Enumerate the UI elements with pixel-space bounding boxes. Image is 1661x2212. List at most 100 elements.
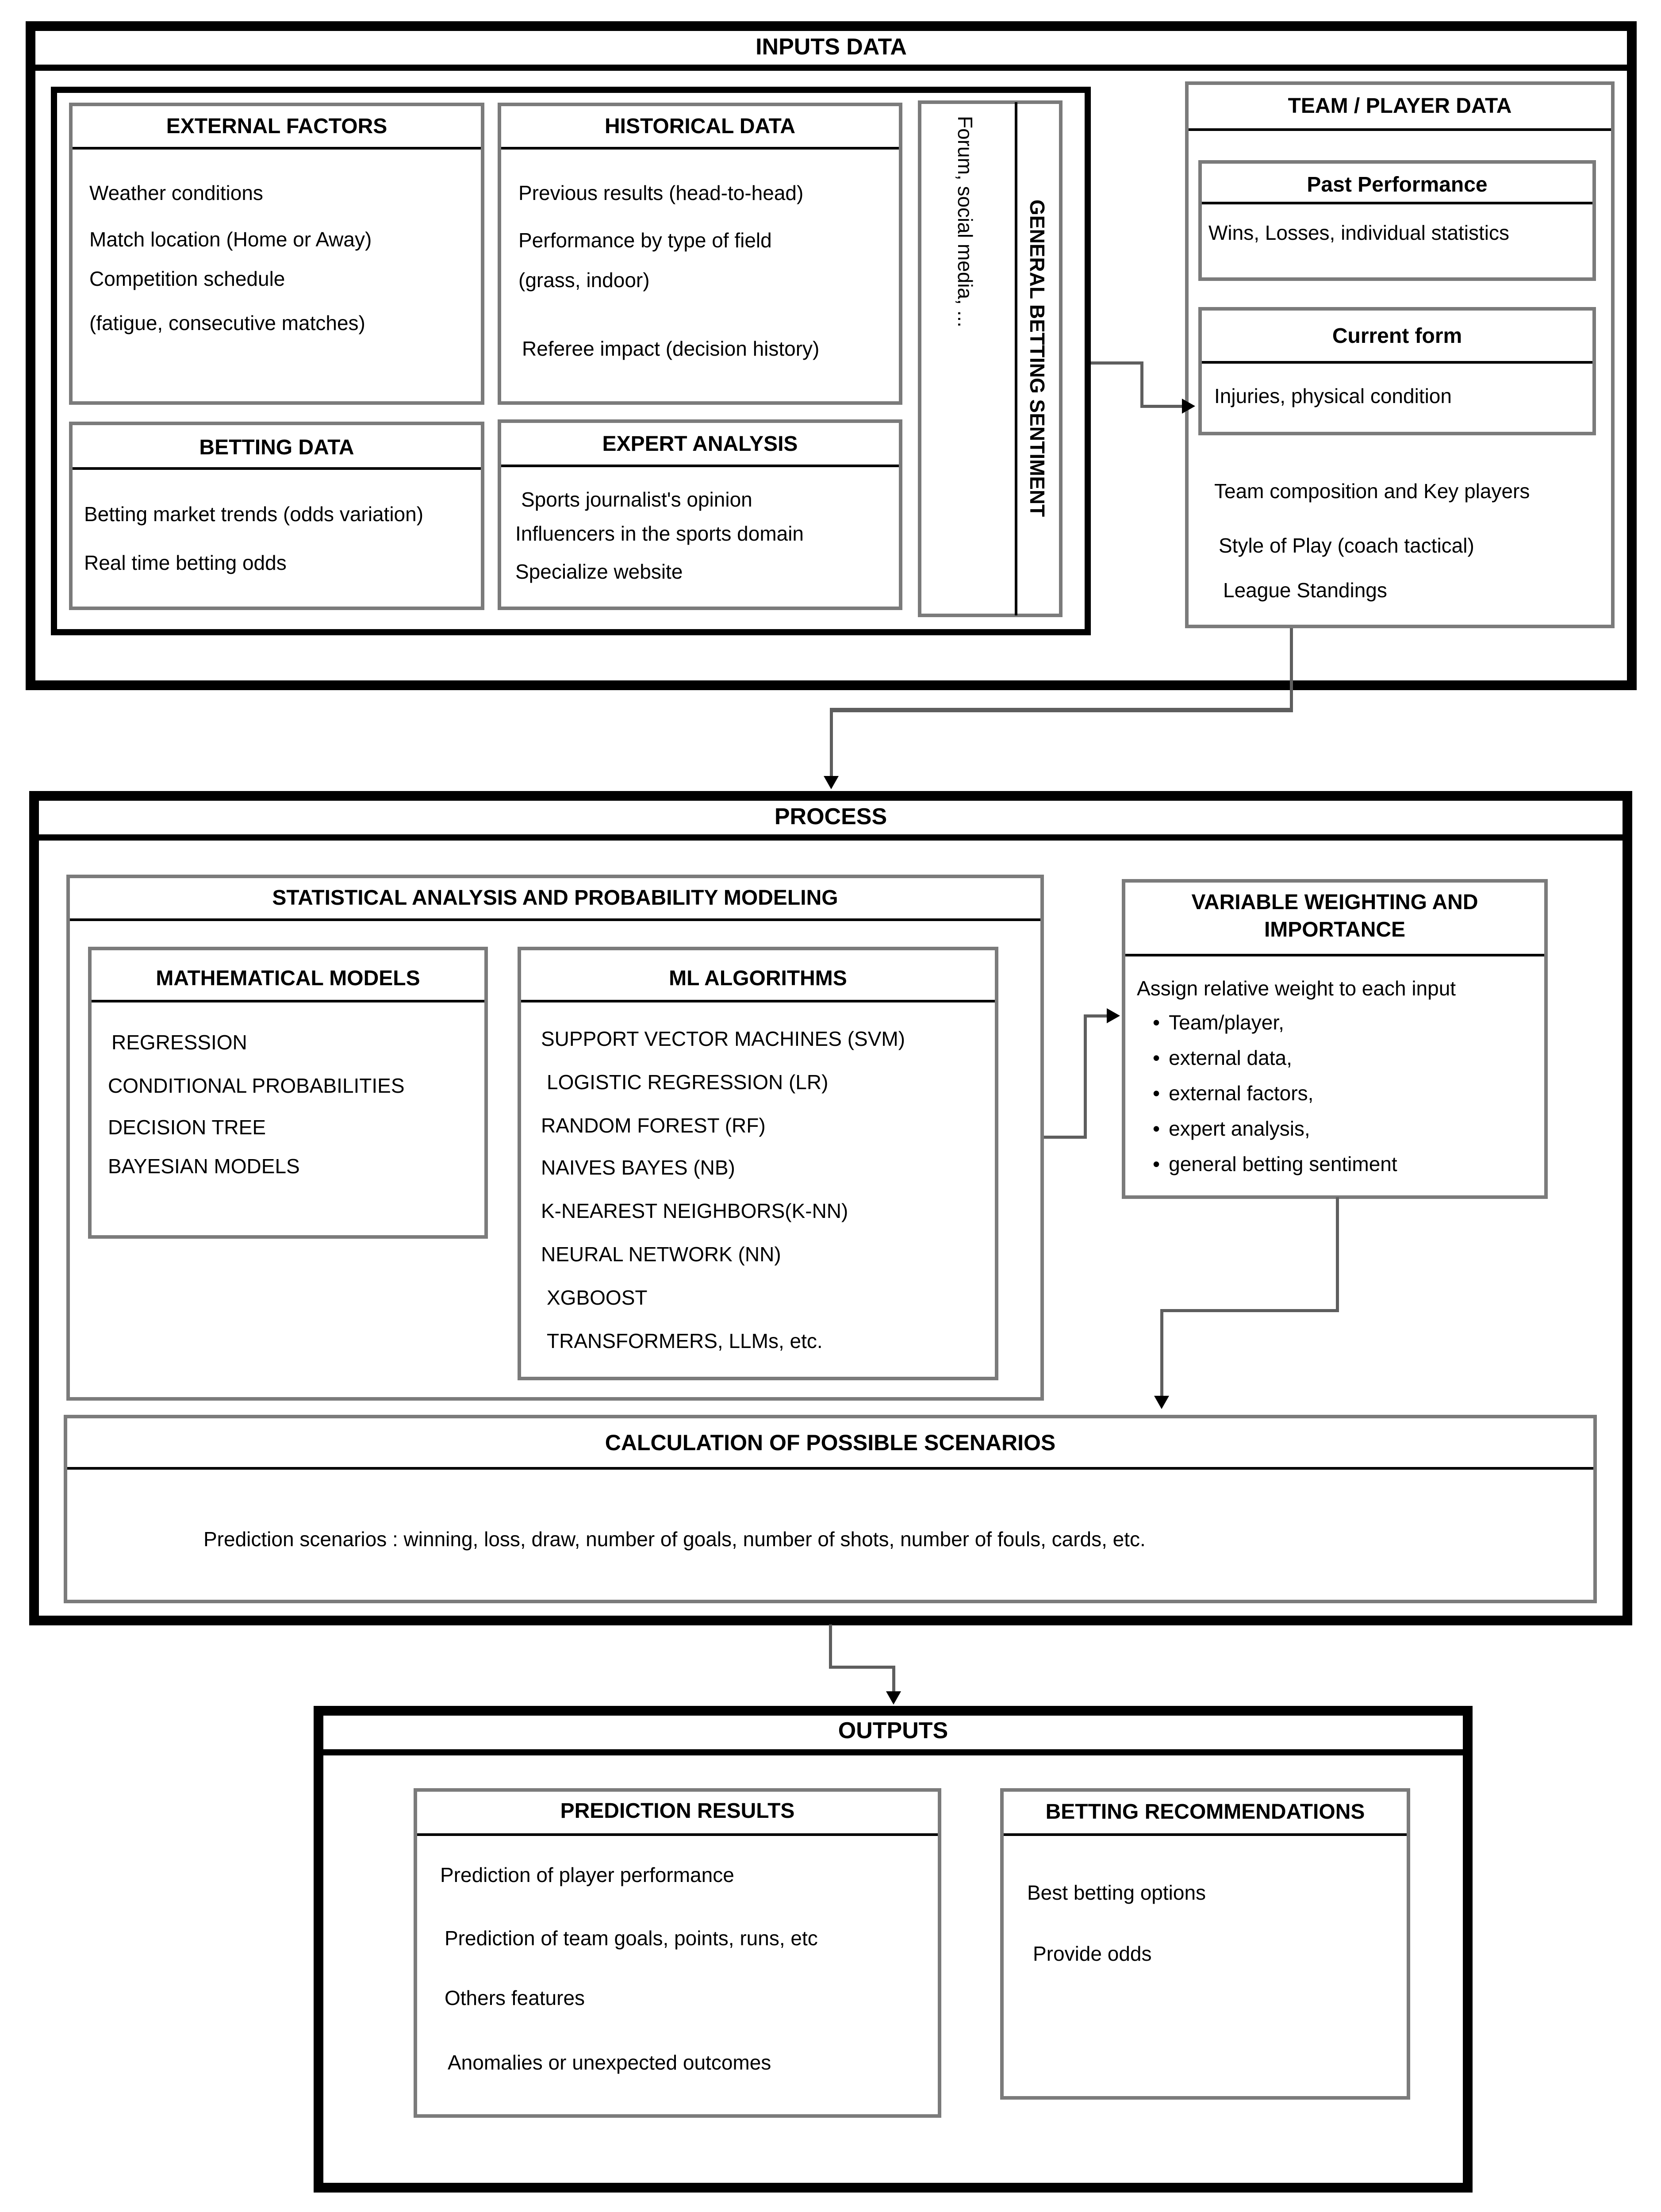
ml-algorithms-item: TRANSFORMERS, LLMs, etc. xyxy=(547,1329,823,1352)
arrow-into-calculation xyxy=(1154,1396,1169,1409)
arrow-into-variable-weighting xyxy=(1107,1008,1120,1023)
connector-weighting-to-calculation xyxy=(1160,1309,1339,1312)
mathematical-models-item: DECISION TREE xyxy=(108,1116,266,1139)
inputs-section-box xyxy=(26,21,1637,690)
connector-stat-to-weighting xyxy=(1084,1014,1109,1018)
sentiment-sources-label: Forum, social media, ... xyxy=(954,116,977,328)
external-factors-separator xyxy=(73,147,481,150)
ml-algorithms-item: XGBOOST xyxy=(547,1286,648,1309)
ml-algorithms-item: RANDOM FOREST (RF) xyxy=(541,1114,766,1137)
connector-inputs-to-currentform xyxy=(1140,405,1185,408)
connector-stat-to-weighting xyxy=(1084,1014,1087,1139)
team-player-title: TEAM / PLAYER DATA xyxy=(1288,94,1512,118)
prediction-results-item: Prediction of team goals, points, runs, … xyxy=(445,1927,818,1950)
sentiment-divider xyxy=(1015,102,1017,615)
historical-data-separator xyxy=(501,147,899,150)
mathematical-models-separator xyxy=(92,1000,484,1002)
connector-stat-to-weighting xyxy=(1044,1136,1087,1139)
variable-weighting-bullet: expert analysis, xyxy=(1153,1117,1310,1141)
connector-teamdata-to-process xyxy=(830,708,833,778)
outputs-section-box xyxy=(314,1706,1473,2193)
ml-algorithms-item: NEURAL NETWORK (NN) xyxy=(541,1243,781,1266)
current-form-title: Current form xyxy=(1332,324,1462,348)
variable-weighting-separator xyxy=(1125,954,1544,956)
betting-data-item: Betting market trends (odds variation) xyxy=(84,503,424,526)
variable-weighting-title-line1: VARIABLE WEIGHTING AND xyxy=(1191,891,1478,914)
statistical-analysis-separator xyxy=(70,918,1040,921)
connector-inputs-to-currentform xyxy=(1091,361,1143,365)
ml-algorithms-separator xyxy=(521,1000,995,1002)
prediction-results-box xyxy=(414,1788,941,2118)
betting-data-separator xyxy=(73,467,481,470)
external-factors-box xyxy=(69,103,484,405)
calculation-separator xyxy=(67,1467,1593,1470)
connector-weighting-to-calculation xyxy=(1160,1309,1163,1398)
connector-process-to-outputs xyxy=(829,1666,895,1669)
betting-recommendations-title: BETTING RECOMMENDATIONS xyxy=(1045,1800,1365,1824)
past-performance-title: Past Performance xyxy=(1307,173,1488,196)
sentiment-box xyxy=(918,100,1063,617)
connector-process-to-outputs xyxy=(829,1624,832,1669)
ml-algorithms-item: SUPPORT VECTOR MACHINES (SVM) xyxy=(541,1027,905,1050)
historical-data-box xyxy=(498,103,902,405)
prediction-results-item: Others features xyxy=(445,1986,585,2009)
betting-recommendations-separator xyxy=(1004,1833,1407,1836)
process-section-title: PROCESS xyxy=(774,804,887,830)
sentiment-label: GENERAL BETTING SENTIMENT xyxy=(1026,200,1049,517)
ml-algorithms-item: K-NEAREST NEIGHBORS(K-NN) xyxy=(541,1199,848,1222)
team-player-item: Style of Play (coach tactical) xyxy=(1219,534,1474,557)
connector-teamdata-to-process xyxy=(830,708,1293,712)
calculation-title: CALCULATION OF POSSIBLE SCENARIOS xyxy=(605,1430,1056,1455)
betting-recommendations-item: Provide odds xyxy=(1033,1942,1152,1965)
ml-algorithms-item: LOGISTIC REGRESSION (LR) xyxy=(547,1071,829,1094)
prediction-results-item: Prediction of player performance xyxy=(440,1863,734,1886)
inputs-section-title: INPUTS DATA xyxy=(756,34,907,60)
calculation-text: Prediction scenarios : winning, loss, dr… xyxy=(203,1528,1146,1551)
connector-teamdata-to-process xyxy=(1290,628,1293,712)
variable-weighting-bullet: external factors, xyxy=(1153,1082,1313,1105)
ml-algorithms-title: ML ALGORITHMS xyxy=(669,967,847,990)
connector-inputs-to-currentform xyxy=(1140,361,1143,408)
connector-weighting-to-calculation xyxy=(1336,1197,1339,1312)
external-factors-item: Competition schedule xyxy=(89,267,285,290)
current-form-box xyxy=(1198,307,1596,435)
mathematical-models-item: BAYESIAN MODELS xyxy=(108,1155,300,1178)
past-performance-separator xyxy=(1202,202,1592,204)
external-factors-title: EXTERNAL FACTORS xyxy=(166,115,387,138)
external-factors-item: Weather conditions xyxy=(89,181,263,204)
expert-analysis-item: Influencers in the sports domain xyxy=(515,522,804,545)
historical-data-item: Performance by type of field xyxy=(518,229,772,252)
external-factors-item: Match location (Home or Away) xyxy=(89,228,372,251)
historical-data-item: (grass, indoor) xyxy=(518,269,650,292)
inputs-title-separator xyxy=(35,65,1627,71)
team-player-item: League Standings xyxy=(1223,579,1387,602)
expert-analysis-box xyxy=(498,419,902,610)
mathematical-models-item: REGRESSION xyxy=(111,1031,247,1054)
historical-data-item: Previous results (head-to-head) xyxy=(518,181,804,204)
betting-data-box xyxy=(69,422,484,610)
prediction-results-item: Anomalies or unexpected outcomes xyxy=(448,2051,771,2074)
outputs-title-separator xyxy=(323,1749,1463,1755)
betting-recommendations-box xyxy=(1000,1788,1410,2100)
betting-recommendations-item: Best betting options xyxy=(1027,1881,1206,1904)
arrow-into-current-form xyxy=(1182,399,1195,414)
variable-weighting-box xyxy=(1122,879,1548,1199)
connector-process-to-outputs xyxy=(892,1666,895,1693)
team-player-item: Team composition and Key players xyxy=(1214,480,1530,503)
expert-analysis-separator xyxy=(501,465,899,467)
statistical-analysis-title: STATISTICAL ANALYSIS AND PROBABILITY MOD… xyxy=(272,886,838,910)
mathematical-models-box xyxy=(88,947,488,1239)
arrow-into-outputs xyxy=(886,1691,901,1705)
variable-weighting-bullet: external data, xyxy=(1153,1046,1292,1070)
variable-weighting-intro: Assign relative weight to each input xyxy=(1137,977,1456,1000)
prediction-results-title: PREDICTION RESULTS xyxy=(560,1799,795,1823)
external-factors-item: (fatigue, consecutive matches) xyxy=(89,311,365,334)
variable-weighting-title-line2: IMPORTANCE xyxy=(1264,918,1406,941)
mathematical-models-title: MATHEMATICAL MODELS xyxy=(156,967,420,990)
current-form-item: Injuries, physical condition xyxy=(1214,384,1452,407)
arrow-into-process xyxy=(824,776,839,789)
betting-data-item: Real time betting odds xyxy=(84,551,287,574)
past-performance-box xyxy=(1198,160,1596,281)
prediction-results-separator xyxy=(417,1833,938,1836)
